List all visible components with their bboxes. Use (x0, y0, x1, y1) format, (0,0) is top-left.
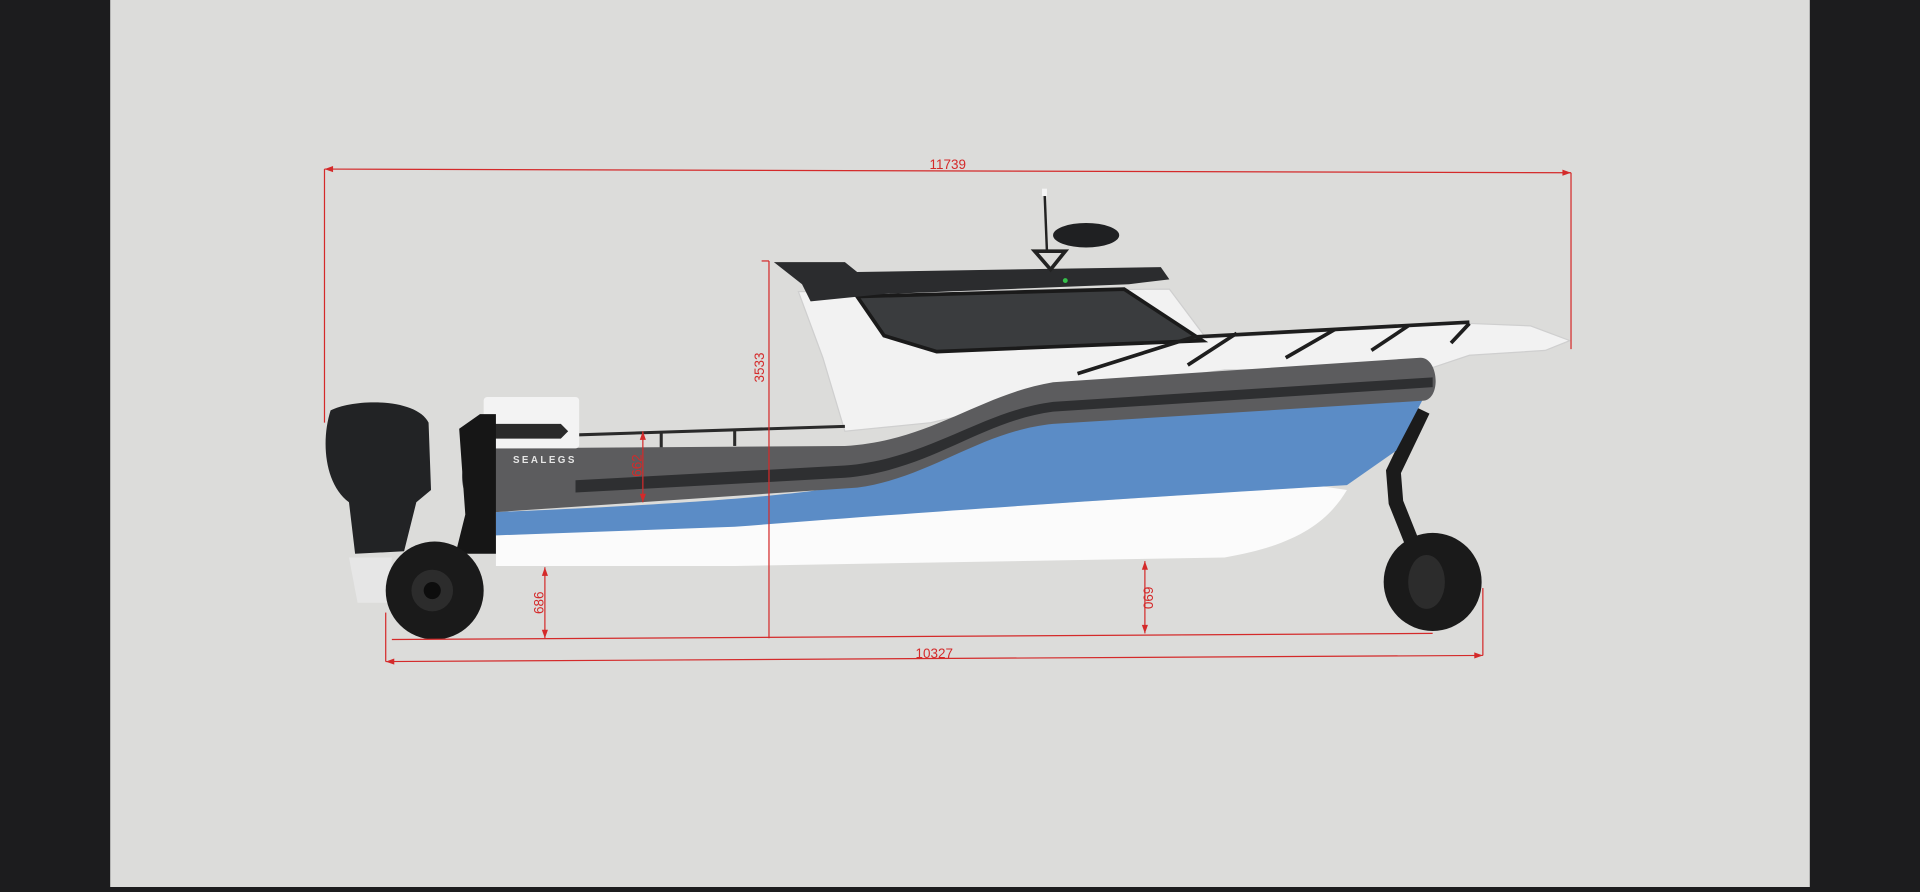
nav-light (1062, 278, 1068, 284)
cabin-roof (773, 262, 1170, 302)
rear-wheel (385, 541, 484, 640)
engine-vent (489, 423, 569, 439)
dimension-arrows (324, 166, 1572, 665)
hull-blue-band (495, 399, 1423, 536)
engine-box (483, 396, 580, 449)
front-clearance-label: 690 (1141, 587, 1156, 609)
height-label: 3533 (752, 353, 767, 383)
transom-bracket (455, 414, 496, 554)
dimension-labels: 11739 10327 3533 662 686 690 (532, 157, 1156, 661)
stern-railing (575, 424, 845, 449)
front-wheel (1383, 532, 1482, 631)
sealegs-logo: SEALEGS (513, 455, 577, 466)
wheel-span-label: 10327 (916, 646, 953, 661)
rear-clearance-label: 686 (532, 592, 547, 614)
overall-length-line (324, 168, 1572, 174)
antenna-light (1042, 188, 1047, 197)
outboard-motor (325, 402, 432, 554)
tube-stripe (575, 377, 1433, 493)
radar-bracket (1030, 249, 1070, 273)
cabin-window (853, 287, 1209, 354)
antenna (1043, 189, 1049, 252)
boat: SEALEGS (325, 188, 1572, 640)
outboard-leg (348, 557, 392, 603)
lower-hull (495, 486, 1347, 567)
overall-length-label: 11739 (930, 157, 966, 172)
tube-height-label: 662 (630, 454, 645, 476)
wheel-span-line (385, 654, 1483, 663)
dimension-lines (323, 168, 1572, 663)
bow-railing (1076, 320, 1471, 376)
ground-line (391, 632, 1433, 641)
radar-dome (1053, 222, 1120, 248)
